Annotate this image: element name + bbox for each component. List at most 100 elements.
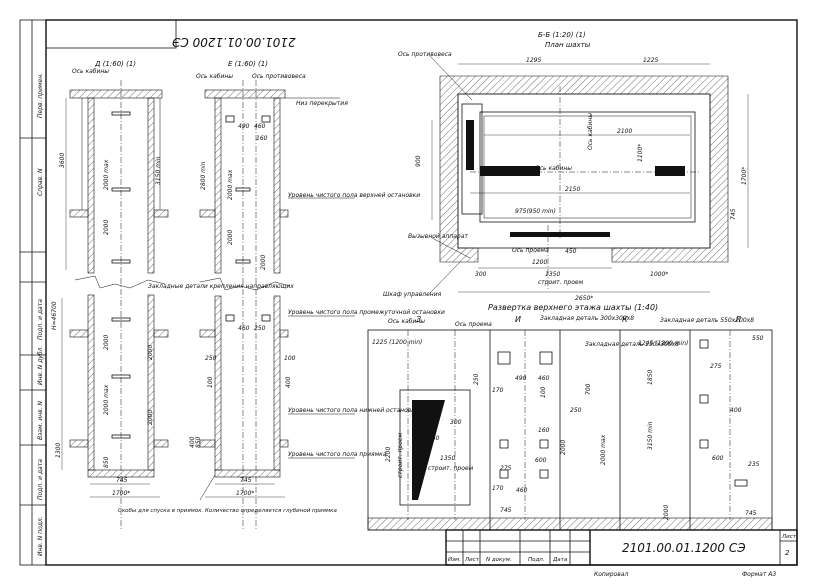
dev-right-745: 745: [745, 510, 757, 517]
view-e-dim-400a: 400: [189, 436, 196, 448]
top-code-box: 2101.00.01.1200 СЭ: [45, 19, 296, 49]
margin-label-3: Подп. и дата: [37, 299, 44, 340]
dev-mid-170a: 170: [492, 387, 504, 394]
view-e-dim-2800min: 2800 min: [200, 161, 207, 190]
note-upper-stop: Уровень чистого пола верхней остановки: [288, 192, 420, 199]
note-ladder: Скобы для спуска в приямок. Количество о…: [118, 508, 337, 514]
view-e-dim-1700: 1700*: [236, 490, 254, 497]
note-pit: Уровень чистого пола приямка: [288, 451, 387, 458]
view-e-dim-460b: 250: [254, 325, 266, 332]
plan-dim-2150: 2150: [565, 186, 580, 193]
view-d-dim-2000max-b: 2000 max: [103, 384, 110, 415]
dev-right-235: 235: [748, 461, 760, 468]
development: Развертка верхнего этажа шахты (1:40) З …: [367, 303, 773, 531]
ceiling-label: Низ перекрытия: [296, 100, 348, 107]
dev-emb2: Закладная деталь 250х300х8: [585, 341, 679, 348]
dev-dim-450: 450: [428, 435, 440, 442]
margin-label-1: Перв. примен.: [37, 73, 44, 118]
plan-dim-1295: 1295: [526, 57, 541, 64]
dev-dim-1350: 1350: [440, 455, 455, 462]
margin-label-5: Взам. инв. N: [37, 401, 44, 440]
dev-mid-600: 600: [535, 457, 547, 464]
dev-mid-700: 700: [585, 383, 592, 395]
plan-dim-1350: 1350: [545, 271, 560, 278]
dev-letter-i: И: [515, 315, 521, 324]
dev-opening: строит. проем: [428, 465, 474, 472]
view-e-dim-100b: 400: [285, 376, 292, 388]
view-d-dim-2000c: 2000: [147, 345, 154, 360]
note-embedded: Закладные детали крепления направляющих: [148, 283, 294, 290]
dev-right-400: 400: [730, 407, 742, 414]
level-notes: Уровень чистого пола верхней остановки У…: [118, 192, 445, 514]
dev-right-550: 550: [752, 335, 764, 342]
view-e-dim-160: 160: [256, 135, 268, 142]
drawing-code: 2101.00.01.1200 СЭ: [622, 541, 746, 555]
plan-dim-1100: 1100*: [637, 144, 644, 162]
margin-label-6: Подп. и дата: [37, 459, 44, 500]
dev-mid-170b: 170: [492, 485, 504, 492]
view-d-dim-2000a: 2000: [103, 220, 110, 235]
view-e-axis-cw: Ось противовеса: [252, 73, 306, 80]
dev-letter-z: З: [416, 315, 421, 324]
dev-mid-160: 160: [538, 427, 550, 434]
view-d-dim-745: 745: [116, 477, 128, 484]
dev-opening-v: строит. проем: [397, 432, 404, 478]
plan-axis-cabin-v: Ось кабины: [587, 113, 594, 150]
view-d-dim-1300: 1300: [55, 443, 62, 458]
view-e-dim-2000b: 2000: [260, 255, 267, 270]
top-code: 2101.00.01.1200 СЭ: [171, 35, 295, 49]
view-d-h-total: Н=46700: [51, 301, 58, 330]
tb-col-date: Дата: [552, 557, 568, 563]
dev-letter-k: К: [622, 315, 628, 324]
view-e-axis-cabin: Ось кабины: [196, 73, 233, 80]
dev-mid-2000max: 2000 max: [600, 434, 607, 465]
view-d-dim-2000max: 2000 max: [103, 159, 110, 190]
margin-label-4: Инв. N дубл.: [37, 346, 44, 385]
copied-label: Копировал: [594, 571, 628, 578]
margin-label-7: Инв. N подл.: [37, 516, 44, 556]
dev-dim-300: 300: [450, 419, 462, 426]
view-e-dim-460: 460: [254, 123, 266, 130]
view-e: Е (1:60) (1) Ось кабины Ось противовеса …: [189, 60, 348, 530]
dev-mid-2000: 2000: [560, 440, 567, 455]
view-e-dim-250a: 250: [205, 355, 217, 362]
plan-bb: Б-Б (1:20) (1) План шахты Ось кабины Ось…: [383, 31, 749, 302]
plan-axis-door: Ось проема: [512, 247, 549, 254]
view-e-dim-400b: 850: [195, 436, 202, 448]
view-d-axis-label: Ось кабины: [72, 68, 109, 75]
view-e-dim-100a: 100: [207, 376, 214, 388]
view-e-dim-2000a: 2000: [227, 230, 234, 245]
dev-right-600: 600: [712, 455, 724, 462]
dev-letter-l: Л: [734, 315, 741, 324]
plan-dim-975: 975(950 min): [515, 208, 556, 215]
dev-right-1850: 1850: [647, 370, 654, 385]
note-low-stop: Уровень чистого пола нижней остановки: [288, 407, 419, 414]
plan-dim-300: 300: [475, 271, 487, 278]
dev-right-1245: 1245 (1200 min): [638, 340, 688, 347]
sheet-label: Лист: [781, 534, 797, 540]
note-mid-stop: Уровень чистого пола промежуточной остан…: [288, 309, 445, 316]
plan-pushbutton: Вызывной аппарат: [408, 233, 468, 240]
view-d-dim-2000b: 2000: [103, 335, 110, 350]
view-e-dim-2000max: 2000 max: [227, 169, 234, 200]
view-d-dim-3600: 3600: [59, 153, 66, 168]
plan-dim-900: 900: [415, 155, 422, 167]
margin-label-2: Справ. N: [37, 168, 44, 196]
dev-mid-460b: 460: [516, 487, 528, 494]
view-e-title: Е (1:60) (1): [228, 60, 268, 68]
plan-cabinet: Шкаф управления: [383, 291, 442, 298]
plan-dim-2650: 2650*: [575, 295, 593, 302]
view-d-title: Д (1:60) (1): [94, 60, 136, 68]
tb-col-doc: N докум.: [486, 557, 512, 563]
view-d: Д (1:60) (1) Ось кабины 3600 2000 max: [51, 60, 169, 530]
tb-col-sign: Подп.: [528, 557, 545, 563]
dev-right-275: 275: [710, 363, 722, 370]
format-label: Формат А3: [742, 571, 776, 578]
plan-dim-450: 450: [565, 248, 577, 255]
dev-emb3: Закладная деталь 550х200х8: [660, 317, 754, 324]
plan-dim-745: 745: [730, 208, 737, 220]
view-e-dim-250b: 100: [284, 355, 296, 362]
view-e-dim-460a: 460: [238, 325, 250, 332]
tb-col-list: Лист: [464, 557, 480, 563]
